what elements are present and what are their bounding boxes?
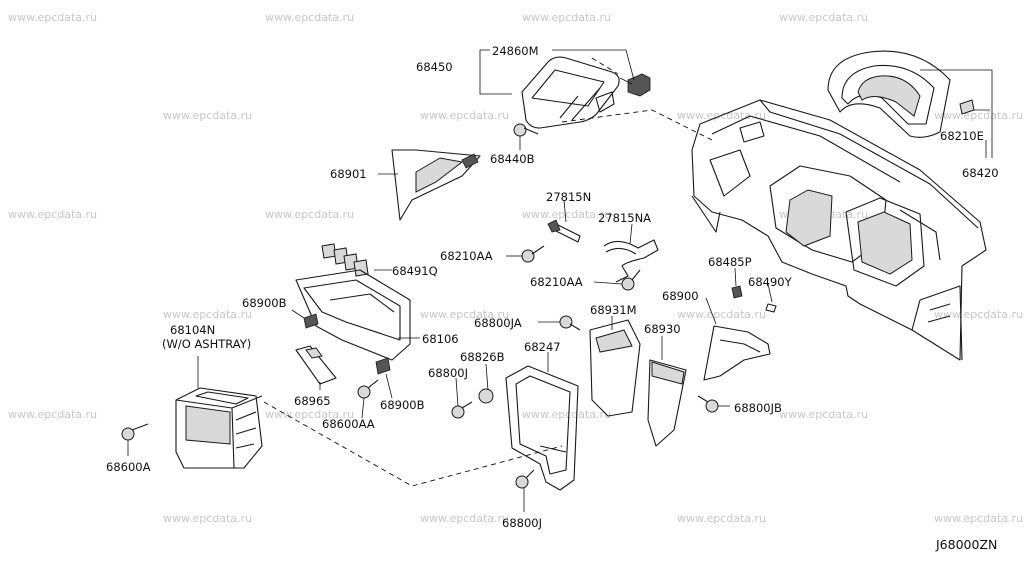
- watermark: www.epcdata.ru: [420, 512, 509, 525]
- label-68491q: 68491Q: [392, 264, 438, 278]
- screw-68800j-part: [451, 401, 473, 419]
- lower-panel-68106-part: [295, 269, 411, 361]
- side-panel-68901-part: [391, 149, 481, 221]
- watermark: www.epcdata.ru: [779, 408, 868, 421]
- clip-68485p-part: [731, 285, 743, 299]
- screw-68600aa-part: [357, 379, 379, 399]
- watermark: www.epcdata.ru: [934, 512, 1023, 525]
- screw-68210aa-part: [621, 269, 641, 291]
- clip-68826b-part: [478, 388, 494, 404]
- watermark: www.epcdata.ru: [163, 308, 252, 321]
- console-box-part: [175, 387, 263, 469]
- label-68210e: 68210E: [940, 129, 984, 143]
- watermark: www.epcdata.ru: [8, 11, 97, 24]
- leader-lines: [127, 49, 993, 512]
- label-68210aa: 68210AA: [530, 275, 583, 289]
- label-68485p: 68485P: [708, 255, 752, 269]
- watermark: www.epcdata.ru: [163, 512, 252, 525]
- watermark: www.epcdata.ru: [934, 308, 1023, 321]
- label-68600aa: 68600AA: [322, 417, 375, 431]
- screw-68600a-part: [121, 423, 149, 441]
- diagram-code: J68000ZN: [935, 537, 997, 552]
- instrument-panel-part: [691, 99, 987, 361]
- watermark: www.epcdata.ru: [8, 208, 97, 221]
- label-68931m: 68931M: [590, 303, 637, 317]
- watermark: www.epcdata.ru: [265, 408, 354, 421]
- trim-68930-part: [647, 359, 687, 447]
- trim-68931m-part: [589, 319, 641, 417]
- bolt-68440b-part: [513, 123, 539, 137]
- label-68800j: 68800J: [502, 516, 542, 530]
- watermark-layer: www.epcdata.ru www.epcdata.ru www.epcdat…: [8, 11, 1023, 525]
- label-68104n: 68104N: [170, 323, 215, 337]
- label-68210aa: 68210AA: [440, 249, 493, 263]
- watermark: www.epcdata.ru: [522, 408, 611, 421]
- clip-68900b-part: [303, 313, 319, 329]
- meter-hood-part: [827, 50, 951, 138]
- label-68800ja: 68800JA: [474, 316, 522, 330]
- pocket-68965-part: [295, 345, 337, 385]
- watermark: www.epcdata.ru: [522, 11, 611, 24]
- label-68440b: 68440B: [490, 152, 535, 166]
- label-27815n: 27815N: [546, 190, 591, 204]
- watermark: www.epcdata.ru: [677, 308, 766, 321]
- assembly-lines: [263, 57, 713, 487]
- switch-blanks-part: [321, 243, 369, 277]
- watermark: www.epcdata.ru: [420, 308, 509, 321]
- clip-68490y-part: [765, 303, 777, 313]
- panel-68900-part: [703, 325, 771, 381]
- screw-68800ja-part: [559, 315, 581, 331]
- watermark: www.epcdata.ru: [779, 11, 868, 24]
- label-68600a: 68600A: [106, 460, 151, 474]
- label-68901: 68901: [330, 167, 367, 181]
- watermark: www.epcdata.ru: [934, 109, 1023, 122]
- watermark: www.epcdata.ru: [677, 512, 766, 525]
- label-68800j: 68800J: [428, 366, 468, 380]
- label-68965: 68965: [294, 394, 331, 408]
- label-68930: 68930: [644, 322, 681, 336]
- label-68900b: 68900B: [380, 398, 425, 412]
- screw-68210aa-part: [521, 245, 545, 263]
- label-68900b: 68900B: [242, 296, 287, 310]
- watermark: www.epcdata.ru: [420, 109, 509, 122]
- label-68826b: 68826B: [460, 350, 505, 364]
- screw-68800j-part: [515, 469, 535, 489]
- connector-27815n-part: [547, 219, 581, 243]
- hose-27815na-part: [603, 239, 659, 283]
- watermark: www.epcdata.ru: [163, 109, 252, 122]
- label-68800jb: 68800JB: [734, 401, 782, 415]
- watermark: www.epcdata.ru: [265, 208, 354, 221]
- label-24860m: 24860M: [492, 44, 539, 58]
- label-27815na: 27815NA: [598, 211, 651, 225]
- label-68106: 68106: [422, 332, 459, 346]
- bracket-68247-part: [505, 365, 579, 491]
- label-without-ashtray: (W/O ASHTRAY): [162, 337, 251, 351]
- label-68450: 68450: [416, 60, 453, 74]
- lamp-part: [619, 73, 651, 97]
- watermark: www.epcdata.ru: [522, 208, 611, 221]
- clip-68900b-part: [375, 357, 391, 375]
- watermark: www.epcdata.ru: [8, 408, 97, 421]
- label-68900: 68900: [662, 289, 699, 303]
- label-68490y: 68490Y: [748, 275, 793, 289]
- label-68420: 68420: [962, 166, 999, 180]
- label-68247: 68247: [524, 340, 561, 354]
- glove-box-lid-part: [521, 56, 620, 129]
- screw-68800jb-part: [697, 395, 719, 413]
- part-labels: 24860M 68450 68440B 68210E 68420 68901 2…: [106, 44, 999, 552]
- watermark: www.epcdata.ru: [265, 11, 354, 24]
